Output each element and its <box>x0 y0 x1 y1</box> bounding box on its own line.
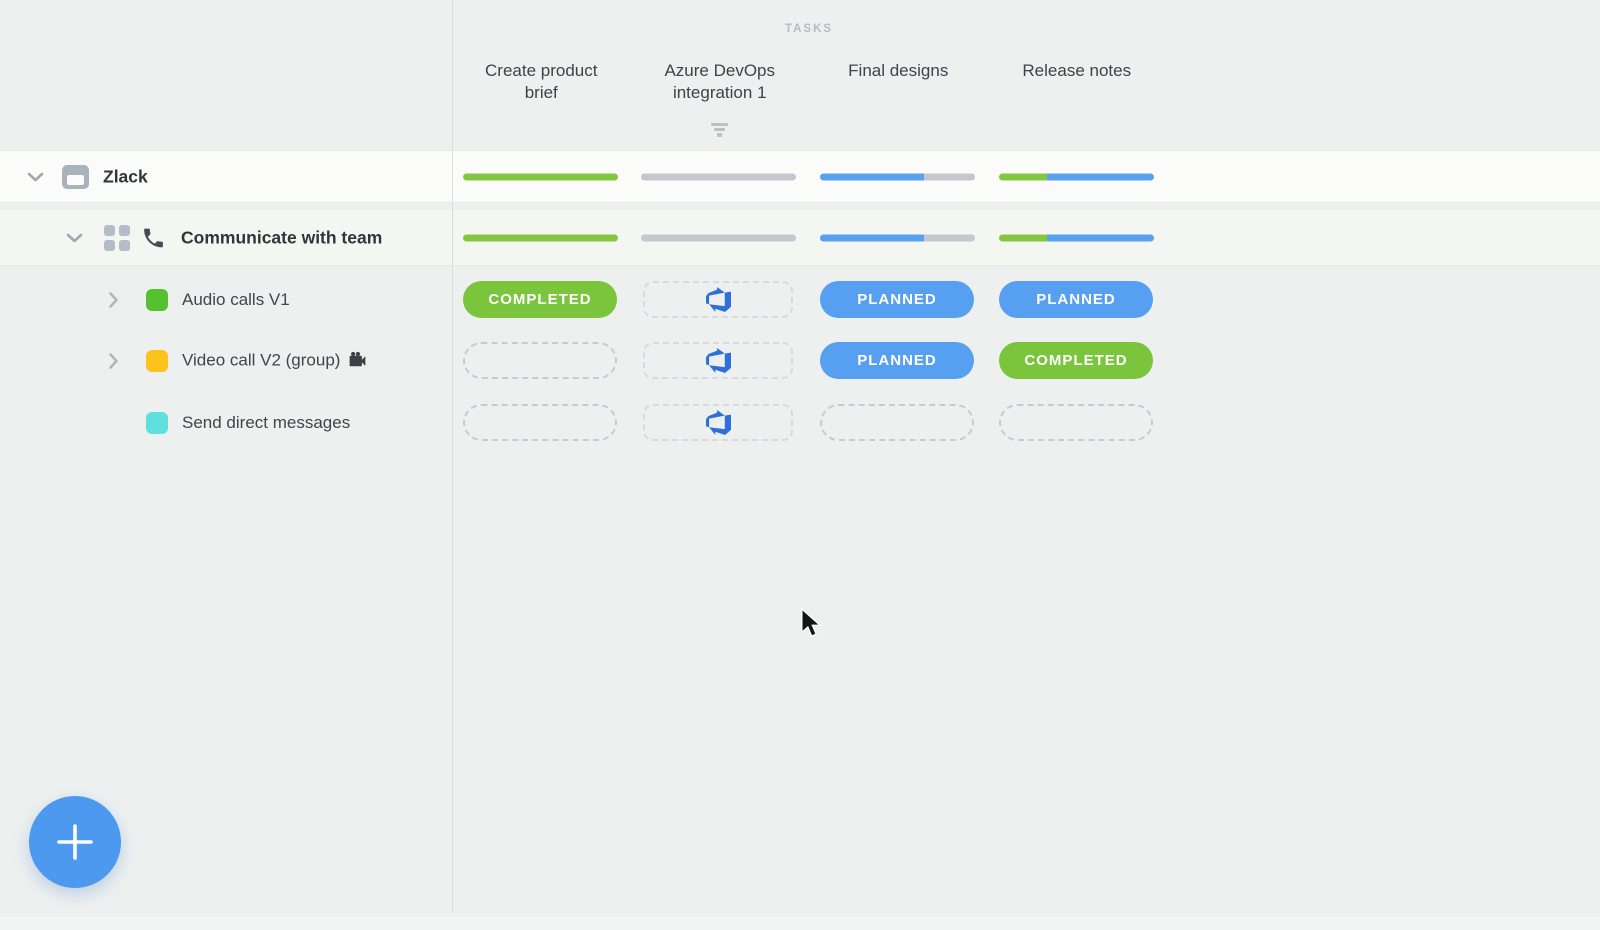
progress-bar <box>999 173 1154 180</box>
progress-bar <box>641 234 796 241</box>
status-pill-planned[interactable]: PLANNED <box>999 281 1153 318</box>
feature-color-swatch <box>146 411 168 434</box>
feature-name: Video call V2 (group) <box>182 350 368 371</box>
group-name: Communicate with team <box>181 227 383 247</box>
movie-camera-icon <box>350 351 366 366</box>
azure-devops-cell[interactable] <box>643 281 793 318</box>
column-header-release-notes[interactable]: Release notes <box>1022 61 1132 80</box>
empty-status-cell[interactable] <box>999 404 1153 441</box>
product-name: Zlack <box>103 166 148 186</box>
add-button[interactable] <box>29 796 121 888</box>
progress-segment <box>1047 234 1154 241</box>
plus-icon <box>57 824 93 860</box>
filter-icon[interactable] <box>710 123 728 137</box>
status-pill-planned[interactable]: PLANNED <box>820 342 974 379</box>
phone-icon <box>144 228 163 247</box>
feature-name: Send direct messages <box>182 412 351 432</box>
progress-segment <box>820 173 924 180</box>
progress-segment <box>1047 173 1154 180</box>
feature-row-audio-calls-v1[interactable]: Audio calls V1 COMPLETED PLANNED PLANNED <box>0 281 1600 318</box>
cursor-arrow <box>801 608 822 638</box>
status-pill-planned[interactable]: PLANNED <box>820 281 974 318</box>
feature-name: Audio calls V1 <box>182 289 290 309</box>
azure-devops-icon <box>705 287 731 312</box>
chevron-down-icon[interactable] <box>66 232 83 243</box>
progress-bar <box>820 173 975 180</box>
bottom-strip <box>0 917 1600 930</box>
tasks-group-label: TASKS <box>784 23 834 35</box>
progress-bar <box>641 173 796 180</box>
azure-devops-icon <box>705 410 731 435</box>
empty-status-cell[interactable] <box>463 404 617 441</box>
azure-devops-cell[interactable] <box>643 404 793 441</box>
feature-row-video-call-v2[interactable]: Video call V2 (group) PLANNED COMPLETED <box>0 342 1600 379</box>
progress-segment <box>820 234 924 241</box>
progress-segment <box>923 234 975 241</box>
progress-segment <box>641 234 796 241</box>
progress-bar <box>463 234 618 241</box>
chevron-right-icon[interactable] <box>108 291 119 308</box>
empty-status-cell[interactable] <box>820 404 974 441</box>
azure-devops-icon <box>705 348 731 373</box>
progress-segment <box>923 173 975 180</box>
task-column-headers: Create product brief Azure DevOps integr… <box>452 60 1166 104</box>
progress-segment <box>463 234 618 241</box>
grid-icon <box>104 224 130 251</box>
product-row-zlack[interactable]: Zlack <box>0 150 1600 203</box>
progress-bar <box>999 234 1154 241</box>
column-header-final-designs[interactable]: Final designs <box>848 61 949 80</box>
column-header-create-product-brief[interactable]: Create product brief <box>485 61 598 102</box>
chevron-down-icon[interactable] <box>27 171 44 182</box>
sidebar-divider <box>452 0 453 912</box>
status-pill-completed[interactable]: COMPLETED <box>999 342 1153 379</box>
progress-segment <box>463 173 618 180</box>
group-row-communicate-with-team[interactable]: Communicate with team <box>0 210 1600 266</box>
progress-segment <box>641 173 796 180</box>
empty-status-cell[interactable] <box>463 342 617 379</box>
feature-color-swatch <box>146 288 168 311</box>
feature-row-send-direct-messages[interactable]: Send direct messages <box>0 404 1600 441</box>
status-pill-completed[interactable]: COMPLETED <box>463 281 617 318</box>
progress-bar <box>463 173 618 180</box>
progress-segment <box>999 173 1048 180</box>
progress-segment <box>999 234 1048 241</box>
column-header-azure-devops-integration[interactable]: Azure DevOps integration 1 <box>664 61 776 102</box>
feature-color-swatch <box>146 349 168 372</box>
progress-bar <box>820 234 975 241</box>
azure-devops-cell[interactable] <box>643 342 793 379</box>
window-icon <box>62 164 89 189</box>
chevron-right-icon[interactable] <box>108 352 119 369</box>
